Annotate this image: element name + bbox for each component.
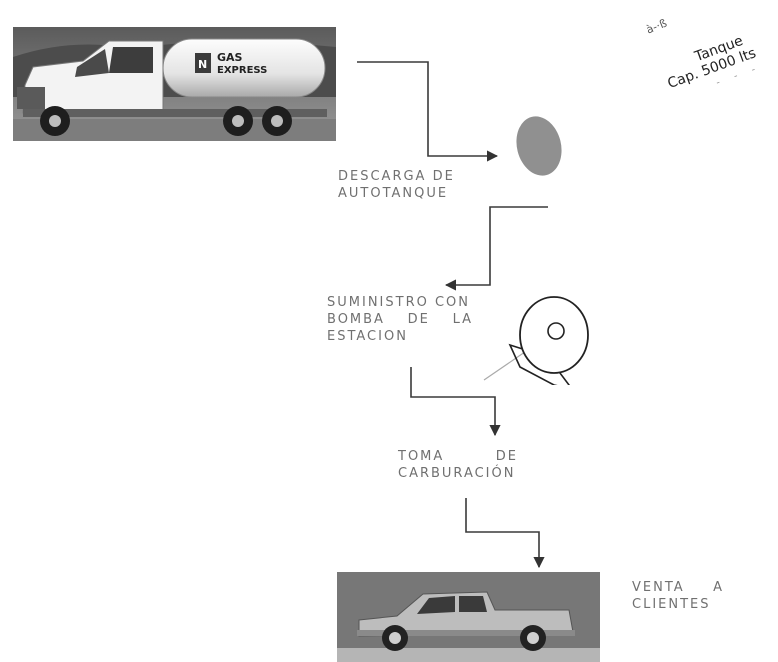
step-unload-line2: AUTOTANQUE — [338, 185, 455, 202]
label-word: LA — [453, 311, 473, 328]
label-word: BOMBA — [327, 311, 385, 328]
label-word: DE — [496, 448, 518, 465]
arrow-tank-to-pump — [446, 207, 548, 285]
step-carburetion-line2: CARBURACIÓN — [398, 465, 518, 482]
label-word: VENTA — [632, 579, 685, 596]
step-carburetion-line1: TOMA DE — [398, 448, 518, 465]
truck-brand-line1: GAS — [217, 51, 243, 64]
step-sale-line2: CLIENTES — [632, 596, 724, 613]
arrow-truck-to-tank — [357, 62, 497, 156]
step-pump-label: SUMINISTRO CON BOMBA DE LA ESTACION — [327, 294, 473, 345]
step-pump-line2: BOMBA DE LA — [327, 311, 473, 328]
svg-text:N: N — [198, 58, 207, 71]
gas-truck-photo: N GAS EXPRESS — [13, 27, 336, 141]
step-sale-line1: VENTA A — [632, 579, 724, 596]
step-unload-label: DESCARGA DE AUTOTANQUE — [338, 168, 455, 202]
arrow-carburetion-to-sale — [466, 498, 539, 567]
label-word: A — [713, 579, 724, 596]
step-sale-label: VENTA A CLIENTES — [632, 579, 724, 613]
step-pump-line3: ESTACION — [327, 328, 473, 345]
label-word: DE — [408, 311, 430, 328]
label-word: TOMA — [398, 448, 444, 465]
step-carburetion-label: TOMA DE CARBURACIÓN — [398, 448, 518, 482]
step-unload-line1: DESCARGA DE — [338, 168, 455, 185]
step-pump-line1: SUMINISTRO CON — [327, 294, 473, 311]
pump-icon — [478, 285, 598, 385]
pickup-truck-photo — [337, 572, 600, 662]
storage-tank-icon — [512, 112, 566, 180]
truck-brand-line2: EXPRESS — [217, 65, 267, 76]
